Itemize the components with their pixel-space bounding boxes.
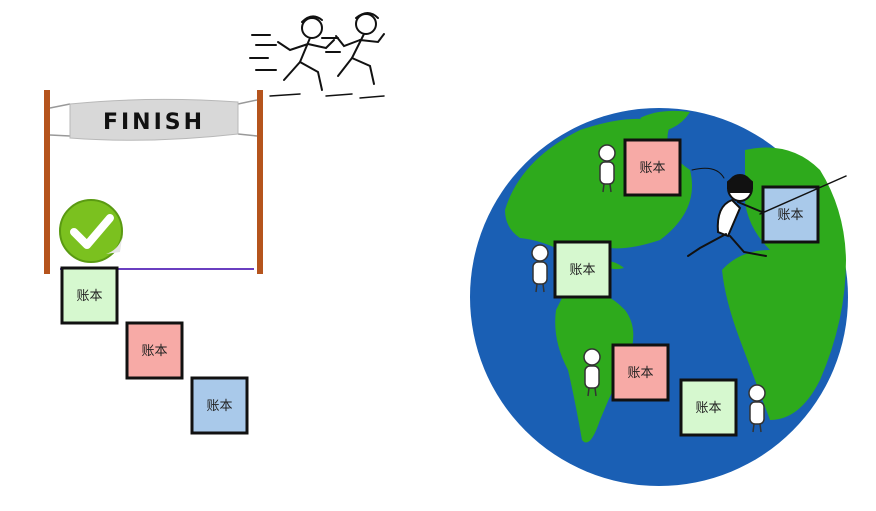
ledger-box: [125, 321, 184, 380]
person-icon: [748, 384, 766, 433]
ledger-box: [623, 138, 682, 197]
ledger-label: 账本: [777, 208, 803, 223]
ledger-box: [611, 343, 670, 402]
ledger-label: 账本: [627, 366, 653, 381]
ledger-label: 账本: [639, 161, 665, 176]
left-ledger-stack: 账本 账本 账本: [60, 266, 249, 435]
person-icon: [598, 144, 616, 193]
ledger-label: 账本: [206, 399, 232, 414]
thief-icon: [687, 167, 847, 257]
ledger-box: [553, 240, 612, 299]
finish-banner: [69, 98, 239, 141]
finish-post-right: [257, 90, 263, 274]
globe-ledger-set: 账本 账本 账本 账本 账本: [553, 138, 820, 437]
ledger-label: 账本: [76, 289, 102, 304]
ledger-label: 账本: [141, 344, 167, 359]
person-icon: [583, 348, 601, 397]
ledger-label: 账本: [695, 401, 721, 416]
checkmark-icon: [59, 199, 123, 263]
runner-icon: [249, 12, 385, 99]
ledger-box: [761, 185, 820, 244]
finish-banner-text: FINISH: [103, 110, 205, 135]
ledger-label: 账本: [569, 263, 595, 278]
ledger-box: [679, 378, 738, 437]
ledger-box: [60, 266, 119, 325]
finish-post-left: [44, 90, 50, 274]
person-icon: [531, 244, 549, 293]
ledger-box: [190, 376, 249, 435]
